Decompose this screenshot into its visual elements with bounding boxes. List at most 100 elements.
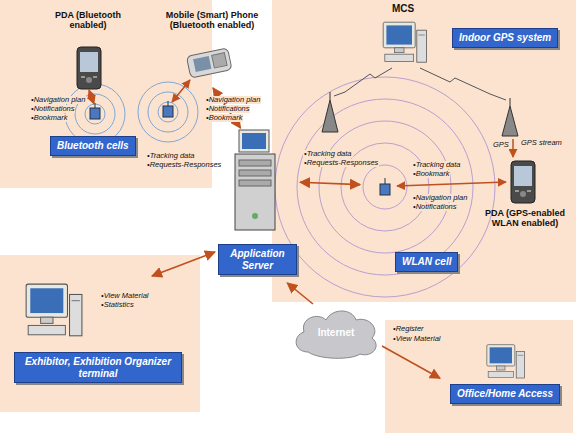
drawing-line (330, 92, 331, 100)
device-pda: PDA (Bluetooth enabled) (38, 10, 140, 92)
device-heading: MCS (368, 3, 438, 15)
radio-link (89, 90, 94, 104)
drawing-rect (515, 190, 519, 192)
drawing-rect (385, 54, 414, 61)
drawing-circle (158, 102, 178, 122)
bullet-note: •Navigation plan (205, 96, 261, 104)
drawing-rect (212, 53, 227, 68)
cloud-label: Internet (318, 327, 355, 338)
drawing-circle (319, 121, 451, 253)
drawing-rect (90, 108, 100, 119)
wlan-access-point: WLAN cell (360, 172, 478, 277)
drawing-line (418, 35, 424, 36)
drawing-rect (511, 161, 535, 203)
drawing-line (168, 101, 169, 106)
drawing-rect (516, 351, 524, 378)
drawing-rect (239, 180, 271, 186)
drawing-rect (490, 347, 512, 363)
drawing-rect (394, 48, 404, 53)
link-connector (382, 346, 440, 378)
drawing-rect (80, 52, 98, 72)
bullet-note: •View Material (100, 292, 150, 300)
drawing-circle (85, 104, 105, 124)
drawing-rect (386, 25, 412, 44)
office-computer: Office/Home Access (440, 342, 570, 408)
drawing-circle (148, 92, 188, 132)
bullet-note: •Tracking data (412, 161, 462, 169)
device-label: Office/Home Access (450, 384, 560, 404)
drawing-rect (497, 366, 505, 370)
bullet-note: •Requests-Responses (146, 161, 222, 169)
drawing-rect (163, 106, 173, 117)
bullet-note: •Bookmark (205, 114, 243, 122)
drawing-rect (26, 284, 67, 317)
device-heading: Mobile (Smart) Phone (Bluetooth enabled) (152, 10, 272, 31)
bullet-note: •Notifications (412, 203, 457, 211)
pda-icon (510, 160, 536, 204)
pc-icon (22, 280, 84, 342)
server-icon (227, 128, 287, 233)
drawing-rect (527, 190, 531, 192)
bullet-note: •Tracking data (303, 150, 353, 158)
bullet-note: •Requests-Responses (303, 159, 379, 167)
application-server: Application Server (215, 128, 300, 283)
link-connector (300, 182, 360, 184)
drawing-rect (514, 166, 532, 186)
access-point (90, 101, 173, 119)
drawing-rect (70, 294, 82, 335)
drawing-rect (93, 76, 97, 78)
drawing-g (65, 82, 198, 144)
bullet-note: GPS (492, 141, 510, 149)
bullet-note: •Bookmark (412, 170, 450, 178)
drawing-rect (239, 170, 271, 176)
drawing-circle (341, 143, 429, 231)
bullet-note: •Notifications (205, 105, 250, 113)
drawing-line (72, 300, 80, 301)
bullet-note: •View Material (392, 335, 442, 343)
drawing-circle (297, 99, 473, 275)
drawing-rect (239, 160, 271, 166)
drawing-rect (41, 317, 53, 323)
bullet-note: •Tracking data (146, 152, 196, 160)
panel (385, 320, 573, 433)
drawing-path (296, 311, 376, 358)
bullet-note: •Statistics (100, 301, 135, 309)
drawing-circle (363, 165, 407, 209)
drawing-rect (242, 133, 266, 149)
drawing-line (385, 178, 386, 184)
drawing-rect (235, 154, 275, 230)
ap-icon (377, 178, 393, 196)
radio-link (397, 182, 506, 186)
radio-signal (420, 68, 506, 100)
bullet-note: •Notifications (30, 105, 75, 113)
radio-link (172, 80, 190, 102)
drawing-path (322, 100, 338, 132)
device-label: WLAN cell (395, 252, 458, 272)
drawing-path (502, 106, 518, 136)
drawing-rect (77, 47, 101, 89)
bullet-note: •Navigation plan (30, 96, 86, 104)
drawing-rect (380, 184, 390, 195)
device-heading: PDA (Bluetooth enabled) (38, 10, 138, 31)
system-label: Indoor GPS system (452, 28, 558, 48)
drawing-circle (138, 82, 198, 142)
device-label: Exhibitor, Exhibition Organizer terminal (14, 352, 182, 383)
drawing-rect (487, 345, 515, 366)
phone-icon (184, 42, 234, 82)
gps-antenna (322, 92, 518, 136)
drawing-circle (275, 77, 495, 297)
area-label: Bluetooth cells (50, 136, 136, 156)
region-label: Indoor GPS system (459, 32, 551, 43)
drawing-g (275, 77, 495, 297)
link-connector (152, 252, 215, 276)
drawing-rect (239, 130, 269, 152)
drawing-rect (28, 325, 65, 334)
region-label: Bluetooth cells (57, 140, 129, 151)
drawing-rect (30, 288, 63, 313)
link-connector (287, 283, 313, 304)
panel (0, 255, 200, 412)
drawing-line (510, 98, 511, 106)
panel (272, 0, 576, 302)
drawing-rect (488, 371, 513, 377)
pda-icon (76, 46, 102, 90)
